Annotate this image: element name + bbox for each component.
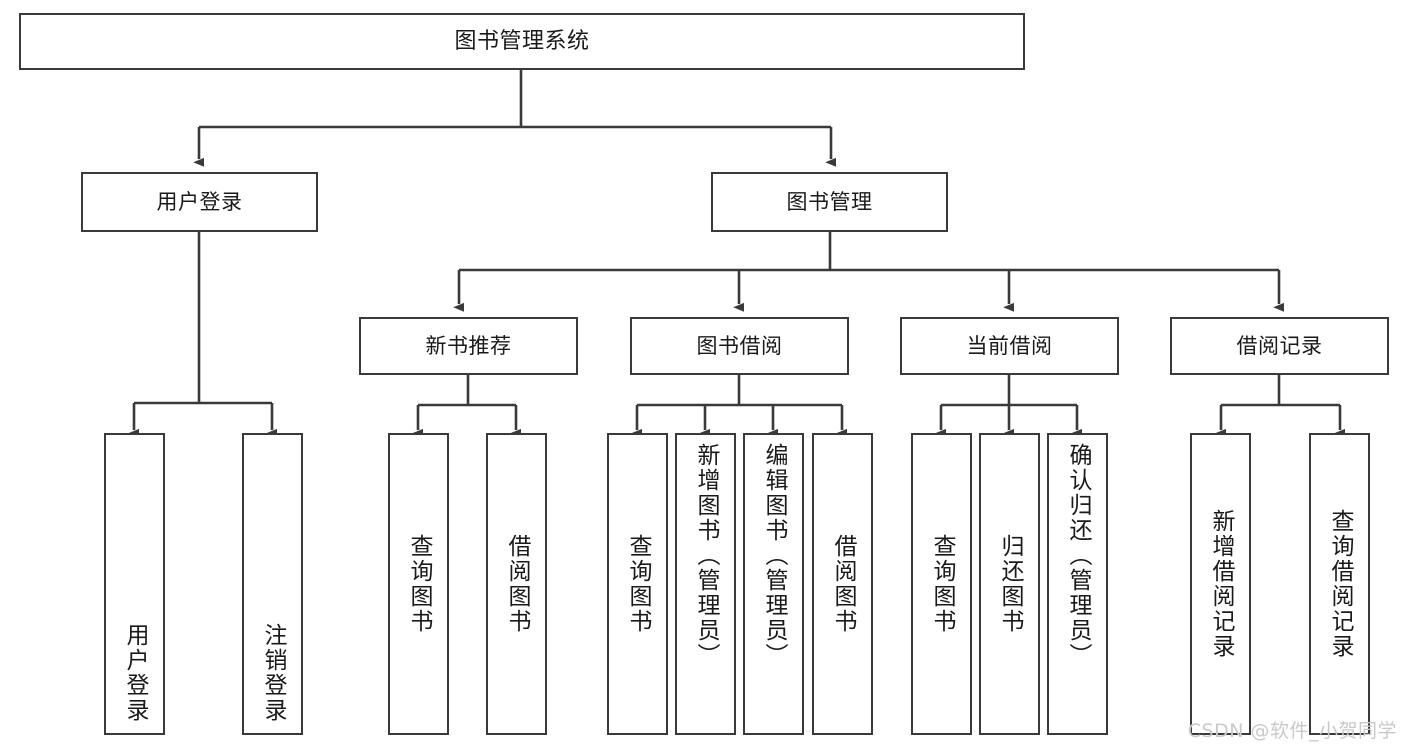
leaf-query-borrow-record[interactable]: 查询借阅记录 <box>1309 433 1370 735</box>
node-label: 借阅图书 <box>830 534 856 634</box>
leaf-user-login[interactable]: 用户登录 <box>104 433 165 735</box>
node-label: 用户登录 <box>156 189 243 214</box>
node-label: 新书推荐 <box>425 333 512 358</box>
leaf-query-book-current[interactable]: 查询图书 <box>911 433 972 735</box>
node-borrow-record[interactable]: 借阅记录 <box>1170 317 1389 375</box>
leaf-query-book-recommend[interactable]: 查询图书 <box>388 433 449 735</box>
node-label: 查询图书 <box>406 534 432 634</box>
leaf-add-borrow-record[interactable]: 新增借阅记录 <box>1190 433 1251 735</box>
node-label: 归还图书 <box>997 534 1023 634</box>
node-label: 编辑图书（管理员） <box>761 443 787 668</box>
node-book-manage[interactable]: 图书管理 <box>711 172 948 232</box>
node-label: 图书管理 <box>786 189 873 214</box>
leaf-user-logout[interactable]: 注销登录 <box>242 433 303 735</box>
node-label: 当前借阅 <box>966 333 1053 358</box>
node-label: 新增图书（管理员） <box>693 443 719 668</box>
node-book-borrow[interactable]: 图书借阅 <box>630 317 849 375</box>
node-label: 查询图书 <box>625 534 651 634</box>
leaf-confirm-return[interactable]: 确认归还（管理员） <box>1047 433 1108 735</box>
node-new-book-recommend[interactable]: 新书推荐 <box>359 317 578 375</box>
leaf-add-book[interactable]: 新增图书（管理员） <box>675 433 736 735</box>
node-label: 图书管理系统 <box>454 28 590 54</box>
leaf-return-book[interactable]: 归还图书 <box>979 433 1040 735</box>
node-root-system[interactable]: 图书管理系统 <box>19 13 1025 70</box>
node-user-login[interactable]: 用户登录 <box>81 172 318 232</box>
leaf-edit-book[interactable]: 编辑图书（管理员） <box>743 433 804 735</box>
node-current-borrow[interactable]: 当前借阅 <box>900 317 1119 375</box>
node-label: 确认归还（管理员） <box>1065 443 1091 668</box>
node-label: 查询借阅记录 <box>1327 509 1353 659</box>
node-label: 新增借阅记录 <box>1208 509 1234 659</box>
node-label: 借阅记录 <box>1236 333 1323 358</box>
node-label: 借阅图书 <box>504 534 530 634</box>
csdn-watermark: CSDN @软件_小贺同学 <box>1187 720 1397 742</box>
leaf-borrow-book-recommend[interactable]: 借阅图书 <box>486 433 547 735</box>
leaf-query-book-borrow[interactable]: 查询图书 <box>607 433 668 735</box>
node-label: 注销登录 <box>260 623 286 723</box>
leaf-borrow-book[interactable]: 借阅图书 <box>812 433 873 735</box>
node-label: 图书借阅 <box>696 333 783 358</box>
node-label: 用户登录 <box>122 623 148 723</box>
node-label: 查询图书 <box>929 534 955 634</box>
